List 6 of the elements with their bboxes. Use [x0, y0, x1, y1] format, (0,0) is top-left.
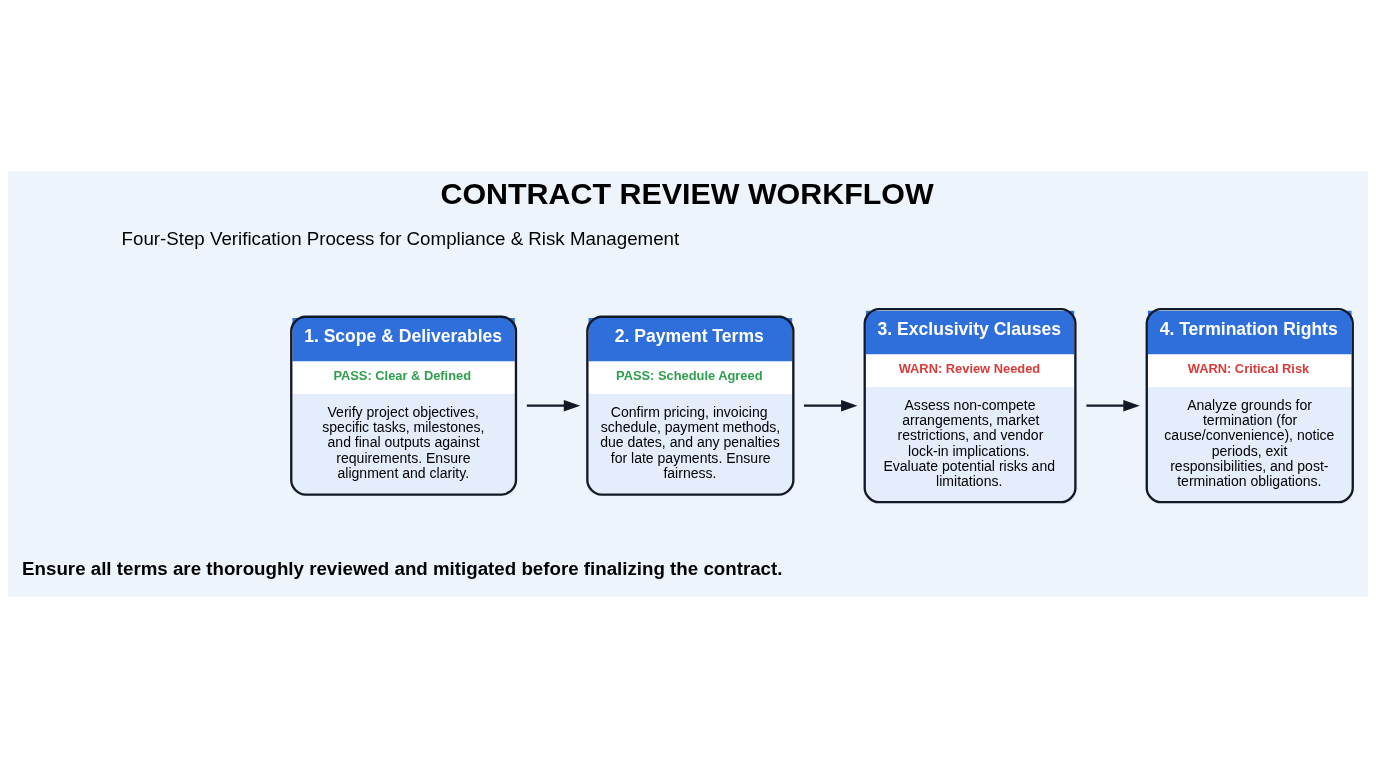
arrow: [526, 399, 581, 412]
arrow: [1086, 399, 1140, 412]
diagram-title: CONTRACT REVIEW WORKFLOW: [440, 175, 934, 210]
label: Four-Step Verification Process for Compliance & Risk Management: [121, 227, 680, 249]
arrow: [803, 399, 858, 412]
label: Ensure all terms are thoroughly reviewed and mitigated before finalizing the contract.: [22, 557, 783, 579]
